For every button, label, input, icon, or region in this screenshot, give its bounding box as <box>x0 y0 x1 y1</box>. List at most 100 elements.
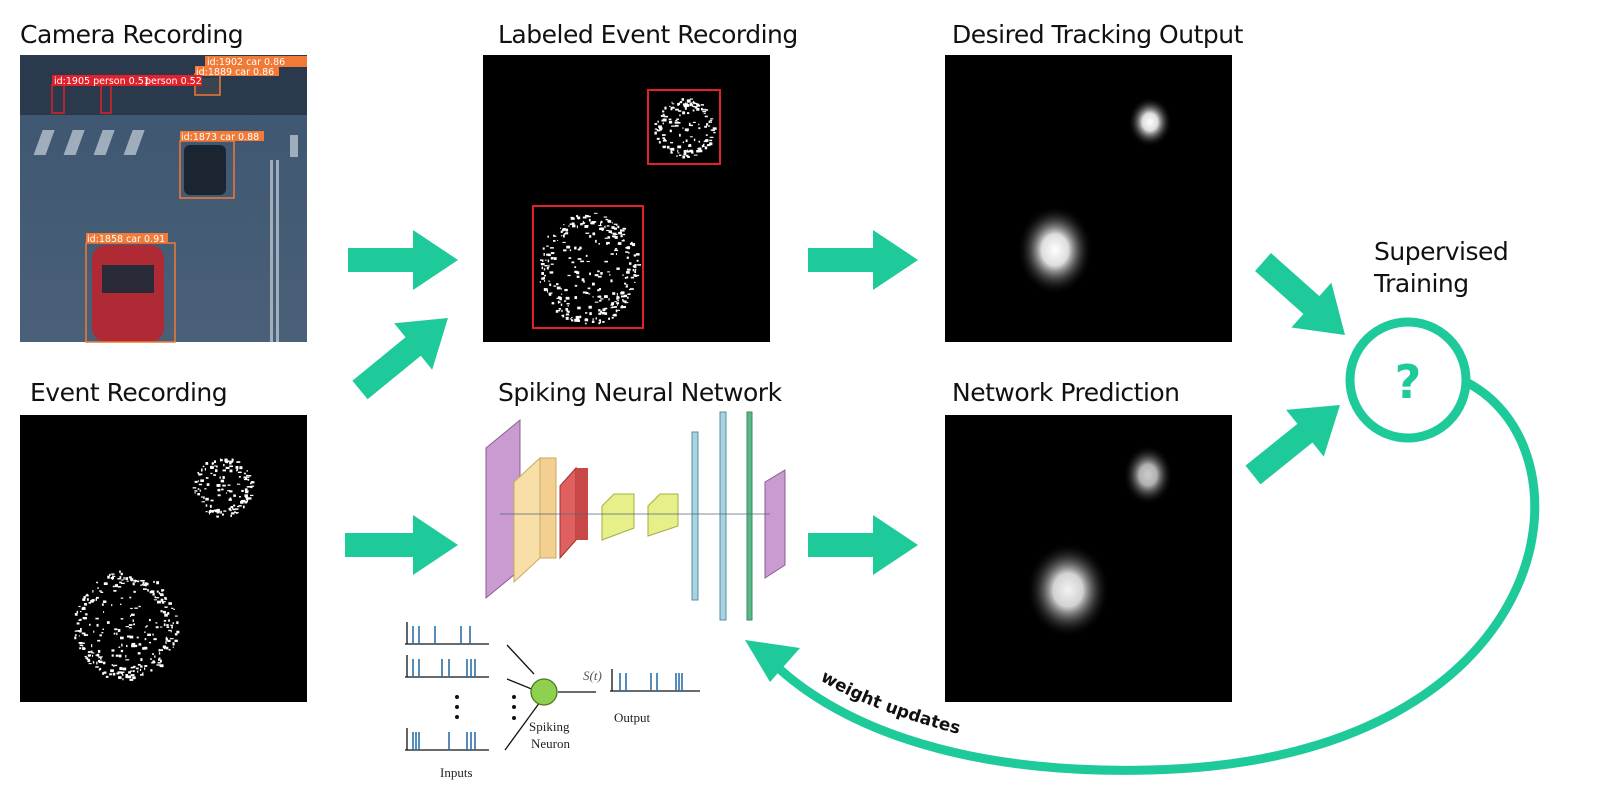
event-dot <box>699 149 703 153</box>
event-dot <box>565 313 570 316</box>
event-dot <box>117 629 121 632</box>
event-dot <box>710 121 712 123</box>
event-dot <box>698 147 702 149</box>
event-dot <box>240 500 244 504</box>
event-dot <box>102 600 107 603</box>
event-dot <box>677 149 679 152</box>
event-dot <box>556 283 559 286</box>
event-dot <box>232 507 234 510</box>
event-dot <box>579 246 582 250</box>
event-dot <box>119 672 123 674</box>
event-dot <box>553 257 557 260</box>
event-dot <box>220 459 223 462</box>
event-dot <box>208 512 211 515</box>
event-dot <box>229 460 234 463</box>
event-dot <box>576 215 579 218</box>
event-dot <box>119 581 122 584</box>
event-dot <box>561 309 563 313</box>
event-dot <box>592 232 596 236</box>
event-dot <box>113 632 116 635</box>
event-dot <box>155 597 160 599</box>
event-dot <box>93 599 95 601</box>
event-dot <box>247 478 250 481</box>
event-dot <box>160 598 164 602</box>
event-dot <box>585 254 588 257</box>
event-dot <box>166 626 170 628</box>
event-dot <box>128 627 132 629</box>
event-dot <box>142 581 145 585</box>
event-dot <box>620 233 622 235</box>
event-dot <box>541 272 545 275</box>
event-dot <box>663 119 666 122</box>
event-dot <box>205 497 209 501</box>
event-dot <box>626 284 628 286</box>
event-dot <box>121 579 124 581</box>
event-dot <box>611 226 615 229</box>
event-dot <box>662 146 666 149</box>
event-dot <box>585 292 589 294</box>
event-dot <box>210 510 214 513</box>
event-dot <box>192 487 197 489</box>
event-dot <box>114 628 118 631</box>
event-dot <box>555 310 559 313</box>
event-dot <box>235 465 239 469</box>
event-dot <box>244 488 248 492</box>
event-dot <box>610 306 612 309</box>
event-dot <box>587 215 591 218</box>
event-dot <box>103 671 107 674</box>
detection-label: person 0.52 <box>145 76 202 87</box>
event-dot <box>634 281 636 283</box>
event-dot <box>654 128 658 130</box>
event-dot <box>589 312 592 316</box>
event-dot <box>250 485 255 487</box>
event-dot <box>197 471 200 474</box>
event-dot <box>165 641 167 644</box>
event-dot <box>552 234 555 237</box>
event-dot <box>131 642 136 646</box>
event-dot <box>144 667 146 670</box>
event-dot <box>585 291 587 293</box>
event-dot <box>87 651 91 653</box>
event-dot <box>590 221 595 225</box>
event-dot <box>81 632 86 635</box>
event-dot <box>229 465 234 468</box>
event-dot <box>147 633 152 637</box>
event-dot <box>118 676 122 679</box>
event-dot <box>146 625 149 627</box>
event-dot <box>92 661 95 664</box>
event-dot <box>598 224 602 227</box>
event-dot <box>159 649 164 652</box>
event-dot <box>622 233 626 236</box>
event-dot <box>163 623 166 627</box>
event-dot <box>79 644 84 647</box>
event-dot <box>148 641 152 644</box>
event-dot <box>621 292 624 295</box>
event-dot <box>168 648 171 651</box>
event-dot <box>199 489 201 492</box>
event-dot <box>141 579 145 582</box>
event-dot <box>656 129 660 132</box>
event-dot <box>128 624 133 626</box>
event-dot <box>561 293 563 295</box>
event-dot <box>617 304 619 306</box>
event-dot <box>225 460 230 462</box>
event-dot <box>626 271 629 274</box>
detection-label: id:1902 car 0.86 <box>207 57 285 68</box>
event-dot <box>222 484 226 487</box>
event-dot <box>245 490 249 494</box>
event-dot <box>96 623 99 627</box>
training-line-2: Training <box>1374 269 1469 298</box>
event-dot <box>91 652 95 654</box>
event-dot <box>634 270 637 274</box>
event-dot <box>577 258 582 260</box>
event-dot <box>614 249 619 252</box>
neuron-icon <box>530 678 558 706</box>
event-dot <box>544 274 546 277</box>
event-dot <box>671 125 675 127</box>
event-dot <box>655 123 657 125</box>
event-dot <box>155 626 159 629</box>
event-dot <box>153 599 157 601</box>
event-dot <box>588 293 591 295</box>
event-dot <box>598 300 602 302</box>
event-dot <box>81 607 86 610</box>
